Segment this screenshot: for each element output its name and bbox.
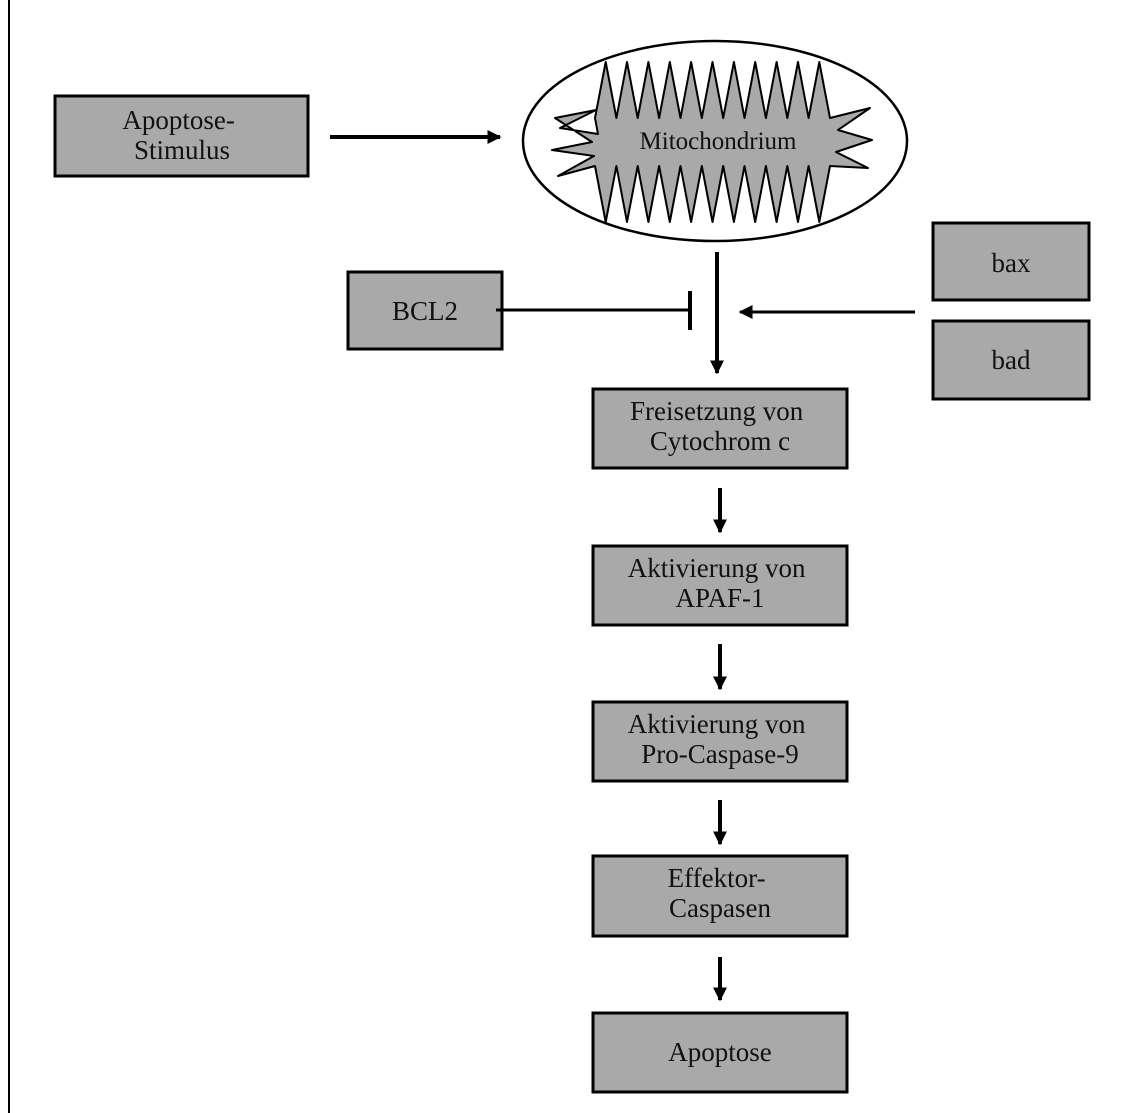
svg-text:Apoptose- Stimulus: Apoptose- Stimulus — [122, 105, 241, 165]
effektor-label-line2: Caspasen — [669, 893, 771, 923]
svg-text:Aktivierung von Pro-Casp: Aktivierung von Pro-Caspase-9 — [628, 709, 812, 769]
procaspase-label-line2: Pro-Caspase-9 — [641, 739, 798, 769]
apaf-label-line2: APAF-1 — [675, 583, 764, 613]
apaf-label-line1: Aktivierung von — [628, 553, 806, 583]
bcl2-node: BCL2 — [346, 270, 504, 351]
effektor-node: Effektor- Caspasen — [591, 854, 849, 938]
cytochrom-node: Freisetzung von Cytochrom c — [591, 387, 849, 470]
svg-text:Effektor- Caspasen: Effektor- Caspasen — [668, 863, 773, 923]
mitochondrium-label: Mitochondrium — [640, 128, 797, 155]
bad-node: bad — [931, 319, 1091, 401]
stimulus-label-line2: Stimulus — [134, 135, 230, 165]
svg-text:Freisetzung von Cytochro: Freisetzung von Cytochrom c — [630, 396, 810, 456]
stimulus-node: Apoptose- Stimulus — [53, 94, 310, 178]
svg-text:Aktivierung von APAF-1: Aktivierung von APAF-1 — [628, 553, 812, 613]
bad-label: bad — [992, 345, 1031, 375]
apaf-node: Aktivierung von APAF-1 — [591, 544, 849, 627]
procaspase-node: Aktivierung von Pro-Caspase-9 — [591, 700, 849, 783]
mitochondrium-cristae — [551, 61, 873, 223]
procaspase-label-line1: Aktivierung von — [628, 709, 806, 739]
bax-node: bax — [931, 221, 1091, 302]
bax-label: bax — [992, 248, 1031, 278]
apoptose-label: Apoptose — [668, 1037, 772, 1067]
apoptose-node: Apoptose — [591, 1011, 849, 1094]
cytochrom-label-line2: Cytochrom c — [650, 426, 790, 456]
cytochrom-label-line1: Freisetzung von — [630, 396, 804, 426]
bcl2-label: BCL2 — [392, 296, 458, 326]
stimulus-label-line1: Apoptose- — [122, 105, 234, 135]
mitochondrium-node: Mitochondrium — [521, 39, 909, 243]
bcl2-inhibition — [496, 291, 692, 330]
effektor-label-line1: Effektor- — [668, 863, 766, 893]
